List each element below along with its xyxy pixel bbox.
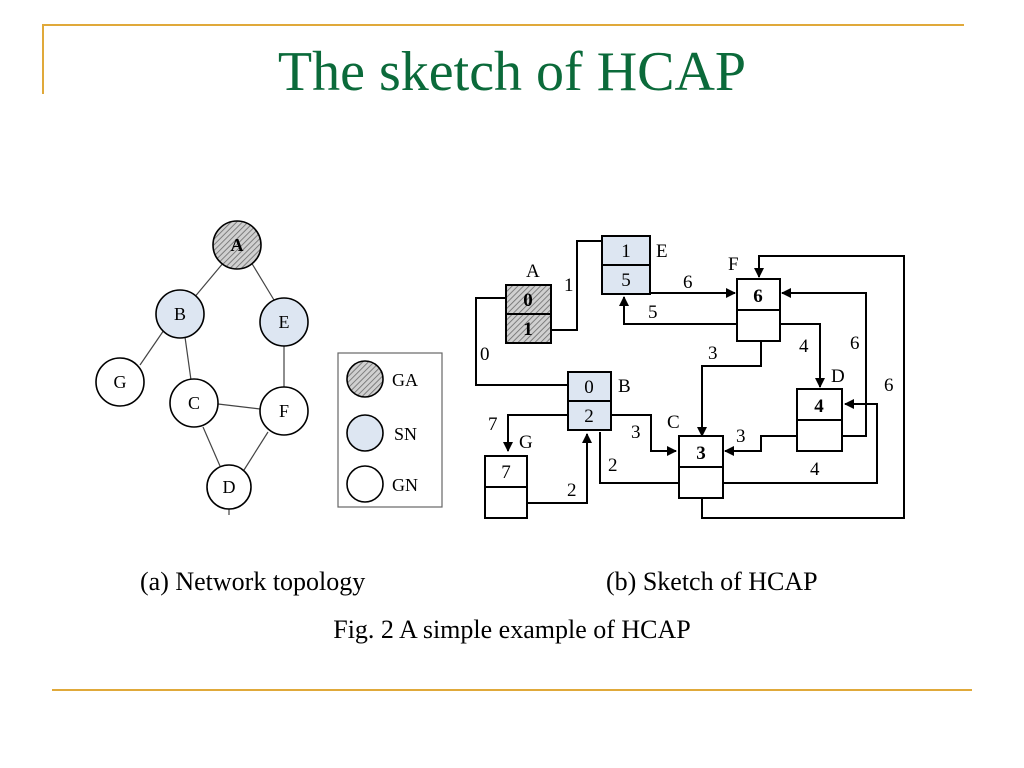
box-b-bottom-value: 2 <box>584 406 594 427</box>
edge-f-d <box>780 323 825 388</box>
edge-a-e <box>551 240 602 331</box>
legend-sn-label: SN <box>394 424 417 444</box>
box-a-name: A <box>526 261 540 282</box>
box-f <box>736 278 781 342</box>
legend-ga-icon <box>346 360 384 398</box>
box-a-top-value: 0 <box>523 290 533 311</box>
edge-c-d <box>723 399 878 484</box>
box-c <box>678 435 724 499</box>
link-a-b <box>192 261 225 300</box>
edge-label-d-c: 3 <box>736 426 746 447</box>
edge-label-a-b: 0 <box>480 344 490 365</box>
edge-label-d-f: 6 <box>850 333 860 354</box>
edge-label-f-e: 5 <box>648 302 658 323</box>
box-e-name: E <box>656 241 668 262</box>
link-b-c <box>184 336 192 381</box>
network-topology: A B E G C F D GA SN GN <box>95 220 443 515</box>
box-e-top-value: 1 <box>621 241 631 262</box>
box-f-name: F <box>728 254 739 275</box>
edge-d-f <box>781 288 867 437</box>
legend-sn-icon <box>346 414 384 452</box>
edge-b-g <box>503 414 568 452</box>
link-c-f <box>217 403 261 410</box>
edge-label-b-g: 7 <box>488 414 498 435</box>
left-accent-line <box>42 24 44 94</box>
box-a <box>505 284 552 344</box>
box-e-bottom-value: 5 <box>621 270 631 291</box>
legend-ga-label: GA <box>392 370 418 390</box>
box-g-name: G <box>519 432 533 453</box>
link-a-e <box>250 261 275 301</box>
node-e-label: E <box>279 312 290 332</box>
edge-d-c <box>724 435 797 456</box>
legend-gn-label: GN <box>392 475 418 495</box>
node-f <box>259 386 309 436</box>
box-e <box>601 235 651 295</box>
node-b-label: B <box>174 304 186 324</box>
caption-network-topology: (a) Network topology <box>140 567 366 596</box>
legend-gn-icon <box>346 465 384 503</box>
node-b <box>155 289 205 339</box>
box-d-top-value: 4 <box>814 396 824 417</box>
box-g-top-value: 7 <box>501 462 511 483</box>
edge-label-f-d: 4 <box>799 336 809 357</box>
slide-title: The sketch of HCAP <box>277 41 747 103</box>
link-f-d <box>243 431 269 471</box>
edge-label-e-f: 6 <box>683 272 693 293</box>
node-f-label: F <box>279 401 289 421</box>
edge-c-b <box>599 432 679 484</box>
edge-label-c-b: 2 <box>608 455 618 476</box>
edge-label-c-d: 4 <box>810 459 820 480</box>
topology-legend: GA SN GN <box>337 352 443 508</box>
bottom-accent-line <box>52 689 972 691</box>
edge-b-c <box>611 414 677 456</box>
edge-g-b <box>527 433 592 504</box>
top-accent-line <box>42 24 964 26</box>
box-d-name: D <box>831 366 845 387</box>
edge-c-f <box>701 255 905 519</box>
topology-links <box>139 261 285 515</box>
edge-f-c <box>697 341 762 437</box>
node-d <box>206 464 252 510</box>
sketch-boxes <box>484 235 843 519</box>
box-c-name: C <box>667 412 680 433</box>
node-d-label: D <box>223 477 236 497</box>
box-c-top-value: 3 <box>696 443 706 464</box>
box-g <box>484 455 528 519</box>
caption-sketch-of-hcap: (b) Sketch of HCAP <box>606 567 818 596</box>
edge-label-b-c: 3 <box>631 422 641 443</box>
box-b <box>567 371 612 431</box>
sketch-edges <box>475 240 905 519</box>
node-a-label: A <box>231 235 244 255</box>
box-f-top-value: 6 <box>753 286 763 307</box>
hcap-sketch: 0 1 1 5 6 0 2 4 3 7 A E F B D C G 1 6 5 … <box>475 235 905 519</box>
node-g <box>95 357 145 407</box>
edge-a-b <box>475 297 568 386</box>
box-d <box>796 388 843 452</box>
edge-label-g-b: 2 <box>567 480 577 501</box>
link-c-d <box>202 426 221 467</box>
edge-label-c-f: 6 <box>884 375 894 396</box>
box-a-bottom-value: 1 <box>523 319 533 340</box>
node-c <box>169 378 219 428</box>
node-e <box>259 297 309 347</box>
box-b-top-value: 0 <box>584 377 594 398</box>
figure-caption: Fig. 2 A simple example of HCAP <box>333 615 691 644</box>
node-g-label: G <box>114 372 127 392</box>
edge-f-e <box>619 296 737 325</box>
link-b-g <box>139 329 165 366</box>
edge-label-f-c: 3 <box>708 343 718 364</box>
edge-label-a-e: 1 <box>564 275 574 296</box>
node-a <box>212 220 262 270</box>
node-c-label: C <box>188 393 200 413</box>
box-b-name: B <box>618 376 631 397</box>
